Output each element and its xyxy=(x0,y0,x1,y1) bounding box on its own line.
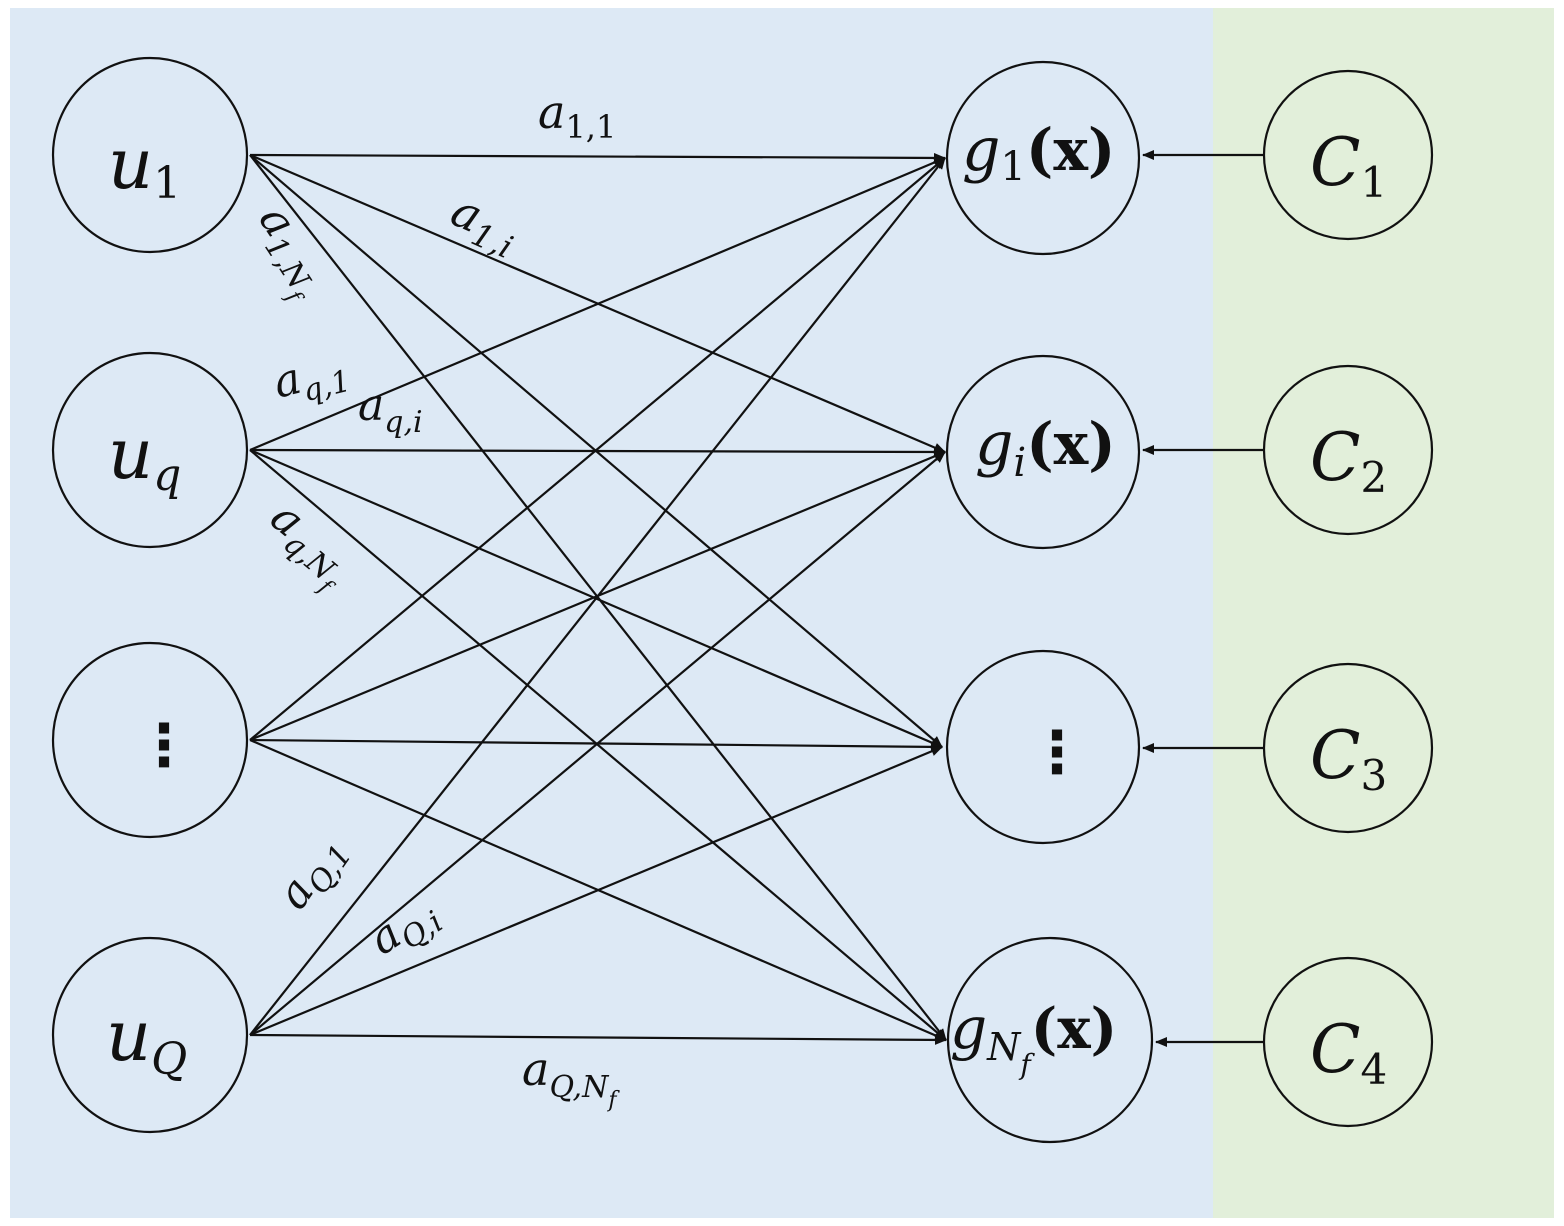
label-uq: uq xyxy=(108,413,181,501)
input-node-uQ xyxy=(51,936,249,1134)
edge-uq-g1 xyxy=(249,156,946,452)
edge-uq-gNf xyxy=(249,449,947,1041)
label-C4: C4 xyxy=(1310,1011,1387,1094)
edge-uq-gi xyxy=(249,446,946,457)
output-node-gNf xyxy=(946,936,1154,1144)
label-input-dots: ⋮ xyxy=(135,711,193,779)
constant-node-C1 xyxy=(1262,69,1434,241)
constant-node-C3 xyxy=(1262,662,1434,834)
label-u1: u1 xyxy=(108,123,181,209)
output-node-g1 xyxy=(945,60,1141,256)
constant-labels: C1 C2 C3 C4 xyxy=(1310,124,1387,1094)
input-labels: u1 uq ⋮ uQ xyxy=(106,123,193,1085)
label-output-dots: ⋮ xyxy=(1028,718,1086,786)
constant-node-C4 xyxy=(1262,956,1434,1128)
input-node-u1 xyxy=(51,56,249,254)
label-C3: C3 xyxy=(1310,717,1387,800)
nodes xyxy=(51,56,1434,1144)
edge-label-aqi: aq,i xyxy=(358,380,423,440)
edge-label-aQNf: aQ,Nf xyxy=(522,1042,620,1113)
output-node-dots xyxy=(945,649,1141,845)
label-C2: C2 xyxy=(1310,419,1387,502)
label-gNf: gNf(x) xyxy=(950,994,1117,1081)
label-uQ: uQ xyxy=(106,995,187,1085)
edge-uQ-gi xyxy=(249,451,946,1036)
edge-u1-g1 xyxy=(249,152,946,163)
edge-uQ-gdots xyxy=(249,745,943,1037)
input-node-dots xyxy=(51,641,249,839)
edge-uQ-g1 xyxy=(249,157,946,1036)
label-gi: gi(x) xyxy=(975,409,1116,486)
edge-udots-g1 xyxy=(249,157,946,741)
edge-uQ-gNf xyxy=(249,1033,947,1045)
label-C1: C1 xyxy=(1310,124,1387,207)
connection-edges xyxy=(249,152,947,1045)
label-g1: g1(x) xyxy=(962,115,1115,190)
edge-label-a11: a1,1 xyxy=(538,85,616,146)
constants-panel xyxy=(1213,8,1554,1218)
output-labels: g1(x) gi(x) ⋮ gNf(x) xyxy=(950,115,1117,1081)
constant-edges xyxy=(1142,150,1264,1047)
constant-node-C2 xyxy=(1262,364,1434,536)
input-node-uq xyxy=(51,351,249,549)
output-node-gi xyxy=(945,354,1141,550)
